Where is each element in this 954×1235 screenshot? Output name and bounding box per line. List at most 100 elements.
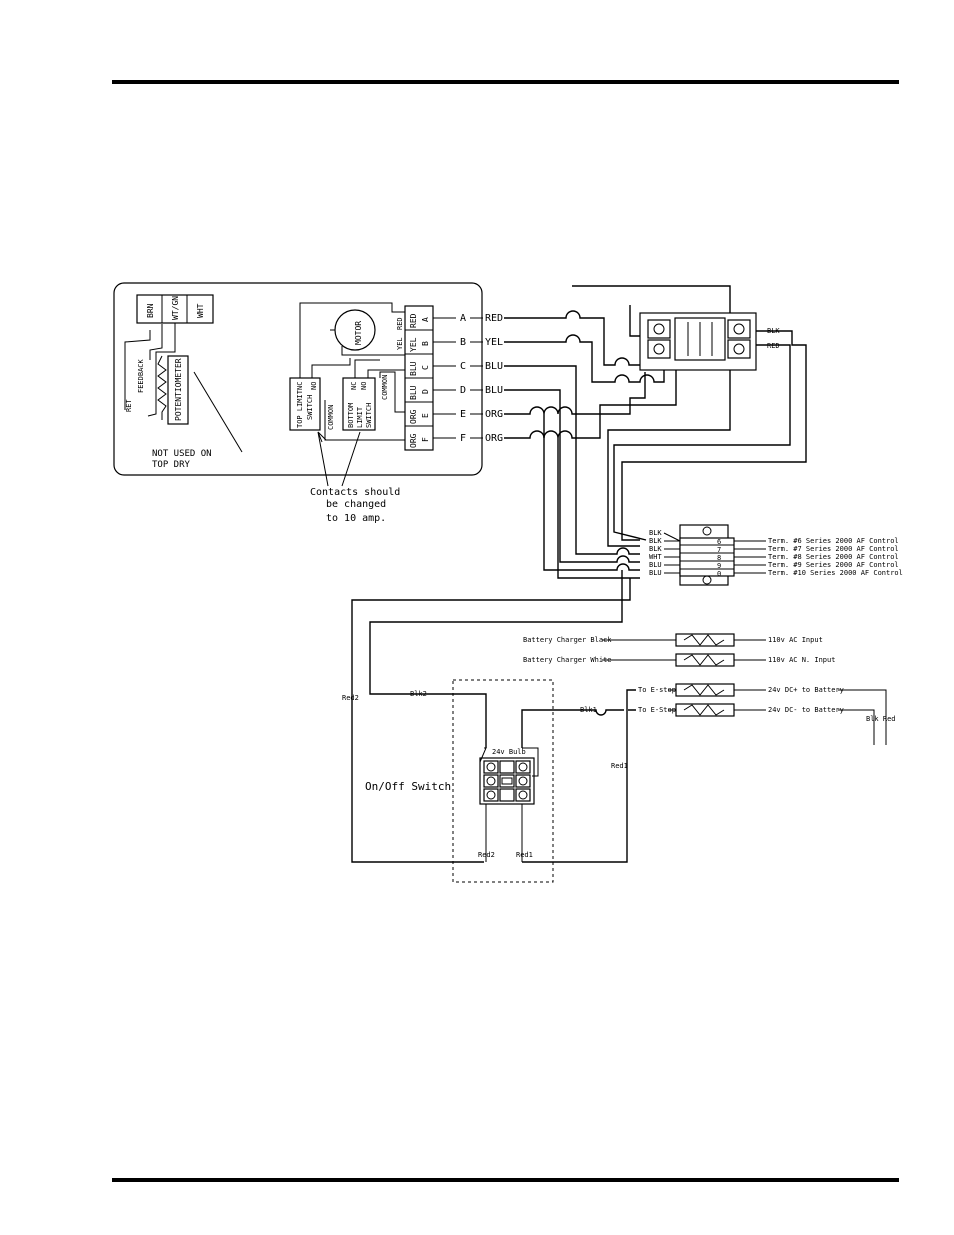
wire-letter-d: D xyxy=(460,385,466,396)
top-rule xyxy=(112,80,899,84)
bottom-limit-label-1: BOTTOM xyxy=(347,403,355,428)
motor-label: MOTOR xyxy=(354,321,363,345)
wire-color-b: YEL xyxy=(485,337,503,348)
terminal-letter-a: A xyxy=(421,317,430,322)
relay-blk-label: BLK xyxy=(767,327,780,335)
terminal-color-a: RED xyxy=(409,313,418,328)
estop-wires xyxy=(521,689,636,863)
potentiometer xyxy=(167,355,189,425)
bottom-limit-label-3: SWITCH xyxy=(365,403,373,428)
top-limit-no: NO xyxy=(310,382,318,390)
note-line2: TOP DRY xyxy=(152,460,191,470)
tb-term-8: Term. #8 Series 2000 AF Control xyxy=(768,553,899,561)
tb-term-9: Term. #9 Series 2000 AF Control xyxy=(768,561,899,569)
onoff-switch-enclosure xyxy=(452,679,554,883)
top-limit-nc: NC xyxy=(296,382,304,390)
terminal-color-b: YEL xyxy=(409,337,418,352)
tb-left-label-5: BLU xyxy=(649,561,662,569)
tb-term-6: Term. #6 Series 2000 AF Control xyxy=(768,537,899,545)
wire-letters: A B C D E F RED YEL BLU BLU ORG ORG xyxy=(433,313,503,444)
plug-label-wht: WHT xyxy=(196,303,205,318)
fuse-1-right: 110v AC Input xyxy=(768,636,823,644)
tb-num-7: 7 xyxy=(717,546,721,554)
bottom-limit-nc: NC xyxy=(350,382,358,390)
switch-red1-side: Red1 xyxy=(611,762,628,770)
terminal-letter-c: C xyxy=(421,365,430,370)
wire-color-d: BLU xyxy=(485,385,503,396)
wire-letter-c: C xyxy=(460,361,466,372)
switch-red1-bottom: Red1 xyxy=(516,851,533,859)
feedback-label: FEEDBACK xyxy=(137,358,145,393)
switch-blk2: Blk2 xyxy=(410,690,427,698)
wire-color-c: BLU xyxy=(485,361,503,372)
wire-color-a: RED xyxy=(485,313,503,324)
terminal-color-c: BLU xyxy=(409,361,418,376)
fuse-2-right: 110v AC N. Input xyxy=(768,656,835,664)
tb-left-label-6: BLU xyxy=(649,569,662,577)
motor-red-label: RED xyxy=(396,317,404,330)
fuses: Battery Charger Black 110v AC Input Batt… xyxy=(523,633,896,745)
fuse-3-left: To E-stop xyxy=(638,686,676,694)
ret-label: RET xyxy=(125,399,133,412)
terminal-letter-d: D xyxy=(421,389,430,394)
contacts-note-line1: Contacts should xyxy=(310,487,400,498)
note-line1: NOT USED ON xyxy=(152,449,212,459)
terminal-color-f: ORG xyxy=(409,433,418,448)
wire-color-f: ORG xyxy=(485,433,503,444)
tb-term-7: Term. #7 Series 2000 AF Control xyxy=(768,545,899,553)
bottom-limit-no: NO xyxy=(360,382,368,390)
note-pointer xyxy=(193,371,243,453)
wire-letter-a: A xyxy=(460,313,466,324)
terminal-letter-b: B xyxy=(421,341,430,346)
potentiometer-label: POTENTIOMETER xyxy=(174,358,183,421)
wire-letter-f: F xyxy=(460,433,466,444)
contacts-pointer xyxy=(317,431,361,487)
terminal-block: 6 7 8 9 0 BLK BLK BLK WHT BLU BLU Term. … xyxy=(649,524,903,586)
bottom-rule xyxy=(112,1178,899,1182)
tb-left-label-3: BLK xyxy=(649,545,662,553)
contacts-note-line2: be changed xyxy=(326,499,386,510)
contacts-note-line3: to 10 amp. xyxy=(326,513,386,524)
terminal-letter-e: E xyxy=(421,413,430,418)
switch-blk1: Blk1 xyxy=(580,706,597,714)
switch-red2-bottom: Red2 xyxy=(478,851,495,859)
top-limit-label-2: SWITCH xyxy=(306,395,314,420)
sensor-plug xyxy=(136,294,214,324)
plug-label-brn: BRN xyxy=(146,303,155,318)
switch-bulb-label: 24v Bulb xyxy=(492,748,526,756)
relay-red-label: RED xyxy=(767,342,780,350)
terminal-letter-f: F xyxy=(421,437,430,442)
bottom-limit-common: COMMON xyxy=(381,375,389,400)
fuse-2-left: Battery Charger White xyxy=(523,656,612,664)
tb-num-9: 9 xyxy=(717,562,721,570)
battery-label: Blk Red xyxy=(866,715,896,723)
bottom-limit-switch xyxy=(342,377,376,431)
wire-letter-b: B xyxy=(460,337,466,348)
relay: BLK RED xyxy=(639,312,780,371)
tb-num-6: 6 xyxy=(717,538,721,546)
top-limit-switch xyxy=(289,377,321,431)
top-limit-common: COMMON xyxy=(327,405,335,430)
wire-letter-e: E xyxy=(460,409,466,420)
switch-red2-side: Red2 xyxy=(342,694,359,702)
plug-label-wtgn: WT/GN xyxy=(171,296,180,320)
switch-title: On/Off Switch xyxy=(365,780,451,793)
bottom-limit-label-2: LIMIT xyxy=(356,406,364,428)
fuse-4-left: To E-Stop xyxy=(638,706,676,714)
tb-num-10: 0 xyxy=(717,570,721,578)
motor-yel-label: YEL xyxy=(396,337,404,350)
wire-color-e: ORG xyxy=(485,409,503,420)
tb-term-10: Term. #10 Series 2000 AF Control xyxy=(768,569,903,577)
actuator-terminals: RED A YEL B BLU C BLU D ORG E ORG F xyxy=(405,313,433,448)
tb-num-8: 8 xyxy=(717,554,721,562)
terminal-color-e: ORG xyxy=(409,409,418,424)
terminal-color-d: BLU xyxy=(409,385,418,400)
fuse-3-right: 24v DC+ to Battery xyxy=(768,686,844,694)
harness-wires xyxy=(351,285,807,863)
fuse-1-left: Battery Charger Black xyxy=(523,636,612,644)
fuse-4-right: 24v DC- to Battery xyxy=(768,706,844,714)
top-limit-label-1: TOP LIMIT xyxy=(296,389,304,428)
tb-left-label-4: WHT xyxy=(649,553,662,561)
tb-left-label-2: BLK xyxy=(649,537,662,545)
